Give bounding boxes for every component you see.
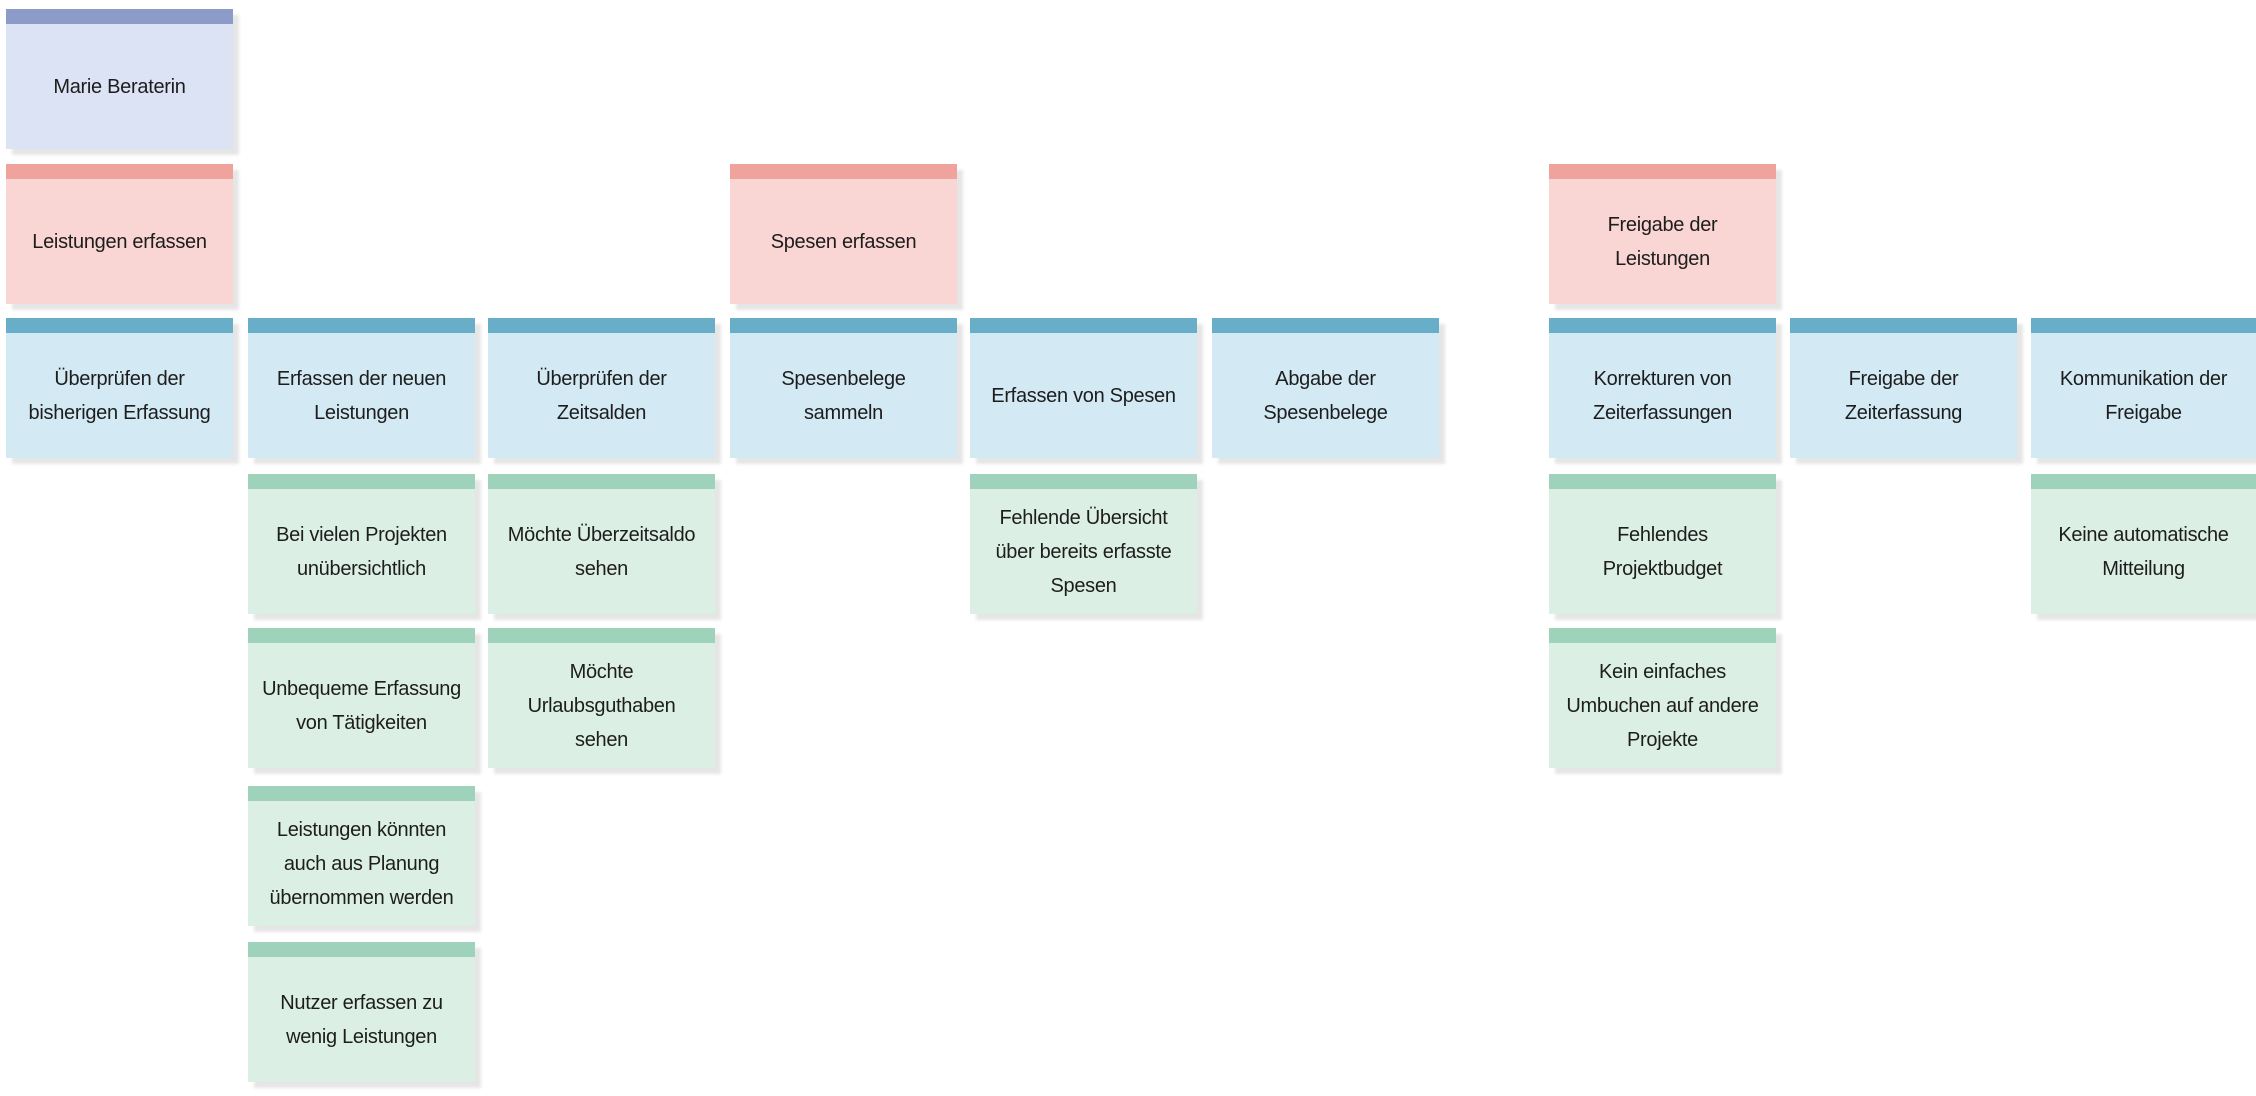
pain-point-card: Bei vielen Projekten unübersichtlich [248,474,475,614]
task-label: Abgabe der Spesenbelege [1263,367,1388,424]
task-card-header [1212,318,1439,333]
task-card: Spesenbelege sammeln [730,318,957,458]
task-card: Überprüfen der Zeitsalden [488,318,715,458]
pain-point-card: Möchte Überzeitsaldo sehen [488,474,715,614]
pain-point-card: Kein einfaches Umbuchen auf andere Proje… [1549,628,1776,768]
task-card: Erfassen der neuen Leistungen [248,318,475,458]
pain-point-label: Fehlende Übersicht über bereits erfasste… [995,506,1172,597]
task-card-header [488,318,715,333]
task-card: Freigabe der Zeiterfassung [1790,318,2017,458]
pain-point-label: Nutzer erfassen zu wenig Leistungen [280,991,443,1048]
task-label: Erfassen von Spesen [991,384,1176,407]
step-card-freigabe-der-leistungen: Freigabe der Leistungen [1549,164,1776,304]
step-label: Leistungen erfassen [32,230,207,253]
task-label: Überprüfen der bisherigen Erfassung [28,367,211,424]
task-label: Überprüfen der Zeitsalden [536,367,667,424]
step-card-leistungen-erfassen: Leistungen erfassen [6,164,233,304]
pain-point-card-header [248,474,475,489]
pain-point-card-header [1549,474,1776,489]
step-label: Spesen erfassen [770,230,917,253]
pain-point-card-header [970,474,1197,489]
task-card-header [730,318,957,333]
task-card-header [2031,318,2256,333]
task-card: Korrekturen von Zeiterfassungen [1549,318,1776,458]
pain-point-label: Bei vielen Projekten unübersichtlich [276,523,447,580]
pain-point-card: Keine automatische Mitteilung [2031,474,2256,614]
task-card: Kommunikation der Freigabe [2031,318,2256,458]
task-card-header [1549,318,1776,333]
pain-point-card-header [2031,474,2256,489]
pain-point-card: Nutzer erfassen zu wenig Leistungen [248,942,475,1082]
task-card: Abgabe der Spesenbelege [1212,318,1439,458]
pain-point-card-header [248,628,475,643]
pain-point-card: Fehlendes Projektbudget [1549,474,1776,614]
task-label: Kommunikation der Freigabe [2059,367,2228,424]
task-card-header [1790,318,2017,333]
pain-point-card-header [248,942,475,957]
pain-point-label: Kein einfaches Umbuchen auf andere Proje… [1566,660,1759,751]
task-label: Freigabe der Zeiterfassung [1844,367,1963,424]
pain-point-card: Fehlende Übersicht über bereits erfasste… [970,474,1197,614]
pain-point-card: Unbequeme Erfassung von Tätigkeiten [248,628,475,768]
persona-label: Marie Beraterin [53,75,186,98]
persona-card: Marie Beraterin [6,9,233,149]
pain-point-label: Unbequeme Erfassung von Tätigkeiten [262,677,461,734]
pain-point-card-header [1549,628,1776,643]
pain-point-card: Leistungen könnten auch aus Planung über… [248,786,475,926]
pain-point-label: Möchte Urlaubsguthaben sehen [527,660,676,751]
task-card: Überprüfen der bisherigen Erfassung [6,318,233,458]
step-card-spesen-erfassen: Spesen erfassen [730,164,957,304]
pain-point-card-header [488,628,715,643]
pain-point-label: Keine automatische Mitteilung [2058,523,2229,580]
persona-card-header [6,9,233,24]
task-card-header [970,318,1197,333]
task-label: Korrekturen von Zeiterfassungen [1593,367,1732,424]
step-label: Freigabe der Leistungen [1607,213,1718,270]
task-card: Erfassen von Spesen [970,318,1197,458]
pain-point-card-header [248,786,475,801]
step-card-header [730,164,957,179]
task-card-header [6,318,233,333]
step-card-header [6,164,233,179]
step-card-header [1549,164,1776,179]
task-card-header [248,318,475,333]
pain-point-label: Leistungen könnten auch aus Planung über… [269,818,454,909]
task-label: Spesenbelege sammeln [781,367,906,424]
pain-point-card: Möchte Urlaubsguthaben sehen [488,628,715,768]
pain-point-label: Fehlendes Projektbudget [1602,523,1723,580]
pain-point-label: Möchte Überzeitsaldo sehen [507,523,696,580]
pain-point-card-header [488,474,715,489]
task-label: Erfassen der neuen Leistungen [276,367,447,424]
